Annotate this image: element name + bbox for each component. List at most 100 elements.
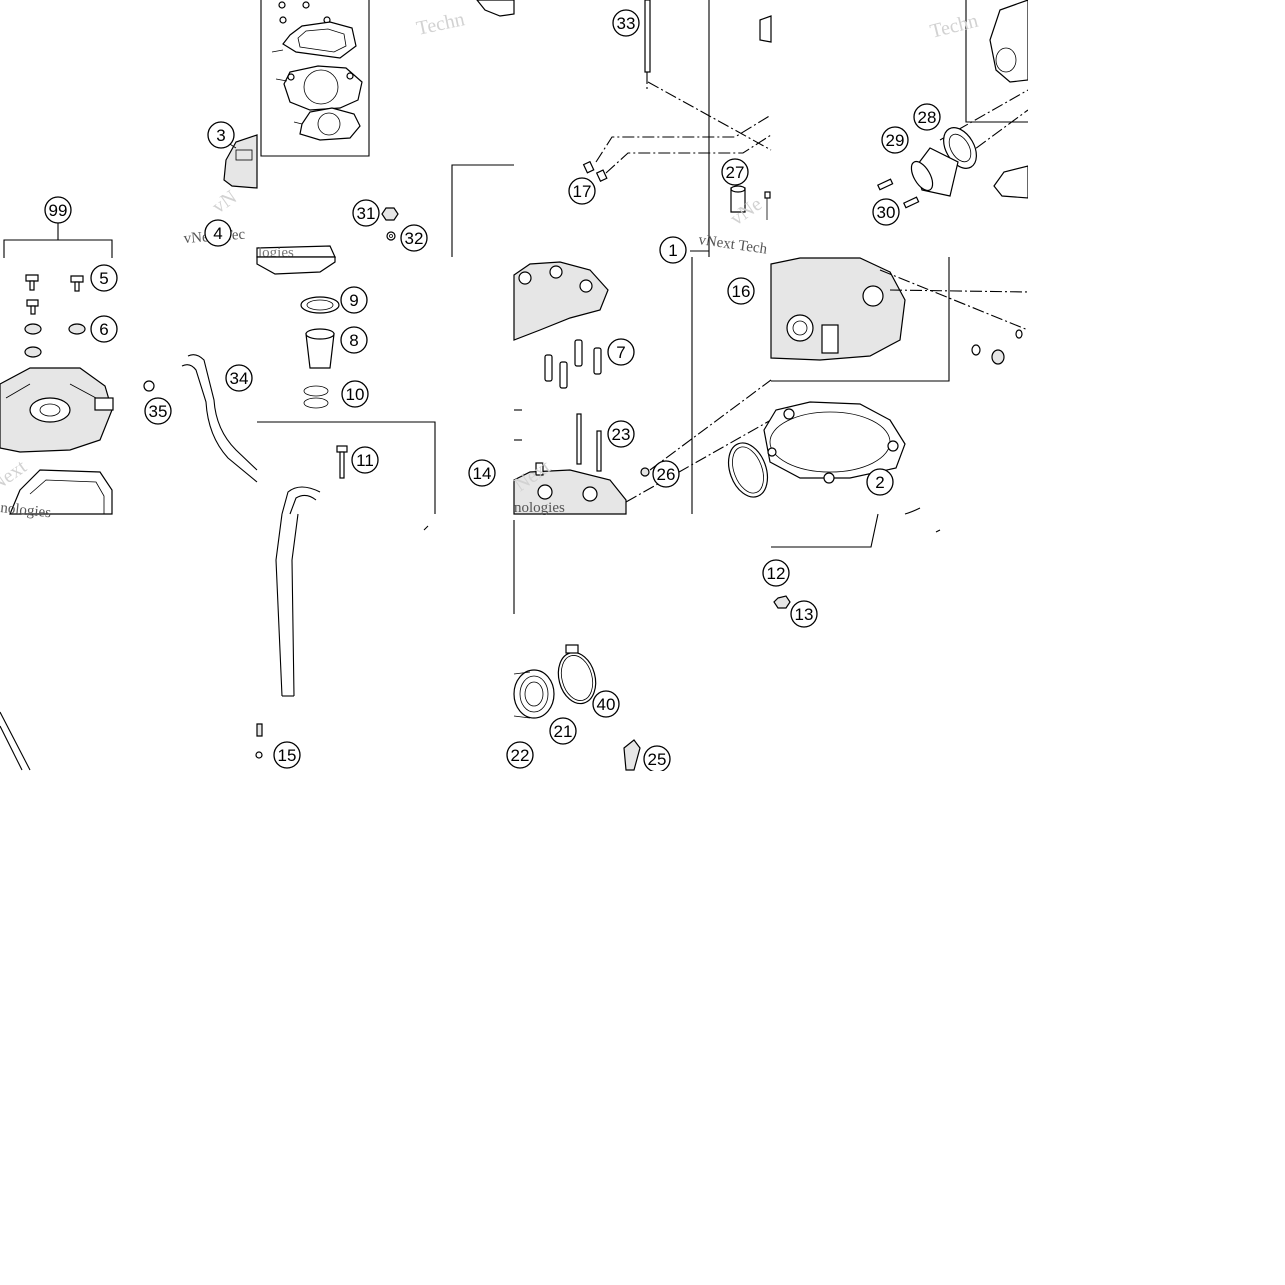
- sensor-25: [623, 739, 641, 771]
- callout-17: 17: [568, 177, 596, 205]
- bolts-5: [25, 274, 84, 315]
- callout-1: 1: [659, 236, 687, 264]
- svg-text:13: 13: [795, 605, 814, 624]
- callout-22: 22: [506, 741, 534, 769]
- svg-text:40: 40: [597, 695, 616, 714]
- tile-top-center-left: Techn logies: [256, 0, 515, 261]
- watermark-techn: Techn: [414, 8, 466, 40]
- gasket-28: [943, 127, 977, 169]
- svg-text:21: 21: [554, 722, 573, 741]
- callout-14: 14: [468, 459, 496, 487]
- callout-5: 5: [90, 264, 118, 292]
- svg-text:9: 9: [349, 291, 358, 310]
- callout-13: 13: [790, 600, 818, 628]
- stud-33: [644, 0, 651, 90]
- pin-small: [764, 191, 771, 220]
- svg-text:4: 4: [213, 224, 222, 243]
- head-part-corner: [759, 15, 772, 43]
- tile-bottom-right: [771, 513, 941, 609]
- svg-text:29: 29: [886, 131, 905, 150]
- callout-16: 16: [727, 277, 755, 305]
- callout-4: 4: [204, 219, 232, 247]
- hose-15: [275, 513, 299, 697]
- hose-upper: [281, 486, 321, 515]
- watermark-vnext-2: vNext Tech: [697, 232, 768, 258]
- callout-23: 23: [607, 420, 635, 448]
- svg-text:34: 34: [230, 369, 249, 388]
- tile-mid-right: [763, 257, 1029, 515]
- callout-26: 26: [652, 460, 680, 488]
- svg-text:3: 3: [216, 126, 225, 145]
- svg-text:11: 11: [356, 451, 374, 470]
- callout-34: 34: [225, 364, 253, 392]
- callout-99: 99: [44, 196, 72, 224]
- watermark-techn-2: Techn: [928, 10, 980, 43]
- tile-bottom-center-left: [255, 513, 429, 759]
- svg-text:30: 30: [877, 203, 896, 222]
- hose-34: [181, 354, 258, 483]
- callout-7: 7: [607, 338, 635, 366]
- cylinder-head: [513, 462, 627, 515]
- svg-text:33: 33: [617, 14, 636, 33]
- svg-text:32: 32: [405, 229, 424, 248]
- svg-text:15: 15: [278, 746, 297, 765]
- callout-30: 30: [872, 198, 900, 226]
- seal-9: [300, 296, 340, 314]
- svg-text:25: 25: [648, 750, 667, 769]
- svg-text:8: 8: [349, 331, 358, 350]
- tile-bottom-center-right: [513, 520, 641, 771]
- washer-small: [971, 329, 1023, 365]
- svg-text:1: 1: [668, 241, 677, 260]
- svg-text:2: 2: [875, 473, 884, 492]
- watermark-nologies-2: nologies: [514, 500, 565, 516]
- svg-text:31: 31: [357, 204, 376, 223]
- gasket-cover: [9, 469, 113, 515]
- gasket-kit-box: [260, 0, 370, 157]
- orings-10: [303, 385, 329, 409]
- callout-33: 33: [612, 9, 640, 37]
- cylinder-head-right: [770, 257, 906, 361]
- watermark-nologies: nologies: [0, 500, 52, 521]
- callout-29: 29: [881, 126, 909, 154]
- guide-8: [305, 328, 335, 369]
- plug-26: [640, 467, 650, 477]
- callout-15: 15: [273, 741, 301, 769]
- svg-text:6: 6: [99, 320, 108, 339]
- part-32: [386, 231, 396, 241]
- callout-6: 6: [90, 315, 118, 343]
- callout-40: 40: [592, 690, 620, 718]
- bolt-30: [877, 178, 920, 209]
- intake-flange: [989, 0, 1029, 83]
- svg-text:99: 99: [49, 201, 68, 220]
- callout-11: 11: [351, 446, 379, 474]
- svg-text:16: 16: [732, 282, 751, 301]
- callout-21: 21: [549, 717, 577, 745]
- callout-3: 3: [207, 121, 235, 149]
- camshaft-carrier: [513, 261, 609, 341]
- svg-text:26: 26: [657, 465, 676, 484]
- callout-27: 27: [721, 158, 749, 186]
- intake-boot-21: [513, 669, 555, 719]
- grommets-6: [24, 323, 86, 358]
- tile-mid-center-left: [256, 256, 436, 515]
- callout-2: 2: [866, 468, 894, 496]
- part-31: [381, 207, 399, 221]
- clamp-2: [727, 442, 769, 498]
- svg-text:12: 12: [767, 564, 786, 583]
- callout-35: 35: [144, 397, 172, 425]
- svg-text:7: 7: [616, 343, 625, 362]
- svg-text:5: 5: [99, 269, 108, 288]
- callout-25: 25: [643, 745, 671, 773]
- valve-guides-7: [544, 339, 602, 389]
- svg-text:28: 28: [918, 108, 937, 127]
- callout-9: 9: [340, 286, 368, 314]
- svg-text:17: 17: [573, 182, 592, 201]
- callout-28: 28: [913, 103, 941, 131]
- tile-top-center-right: vNext Tech vNe: [582, 0, 772, 258]
- callout-12: 12: [762, 559, 790, 587]
- svg-text:27: 27: [726, 163, 745, 182]
- tile-bottom-left: [0, 711, 31, 771]
- clamp-40: [557, 644, 597, 705]
- callout-8: 8: [340, 326, 368, 354]
